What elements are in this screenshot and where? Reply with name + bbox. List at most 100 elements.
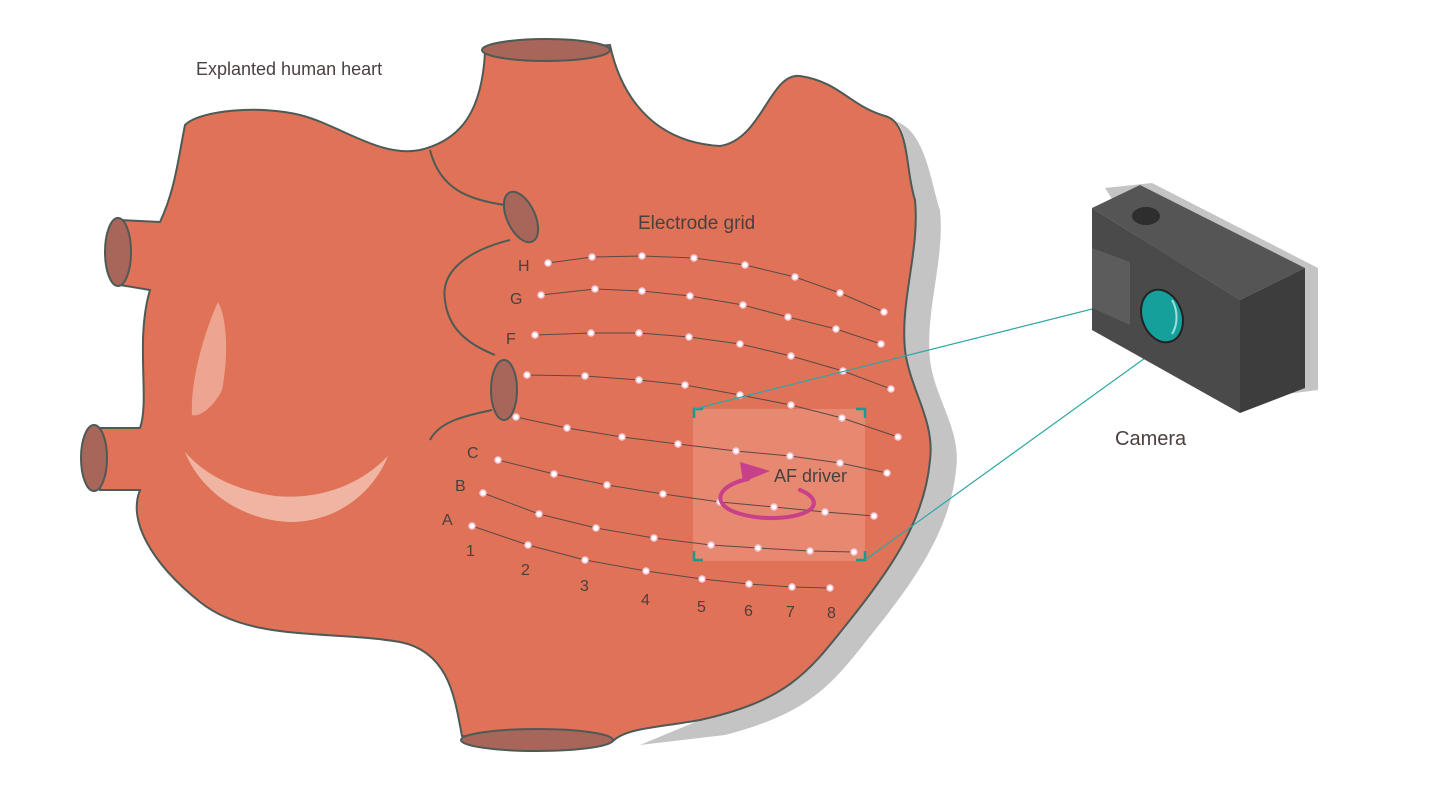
- electrode: [591, 285, 599, 293]
- electrode: [741, 261, 749, 269]
- electrode: [832, 325, 840, 333]
- electrode: [523, 371, 531, 379]
- electrode-row-line: [540, 288, 882, 345]
- electrode-row-line: [534, 332, 892, 390]
- row-label: F: [506, 331, 516, 348]
- camera-beam-top: [693, 294, 1149, 410]
- column-label: 8: [827, 605, 836, 622]
- electrode: [638, 252, 646, 260]
- electrode: [791, 273, 799, 281]
- electrode: [836, 459, 844, 467]
- column-label: 5: [697, 599, 706, 616]
- electrode: [877, 340, 885, 348]
- row-label: B: [455, 478, 466, 495]
- vessel-left-lower: [80, 424, 108, 492]
- electrode: [870, 512, 878, 520]
- vessel-pulmonary-upper: [502, 190, 540, 244]
- rotor-arrow-icon: [718, 462, 816, 520]
- electrode: [535, 510, 543, 518]
- electrode: [674, 440, 682, 448]
- electrode: [618, 433, 626, 441]
- electrode: [838, 414, 846, 422]
- electrode: [524, 541, 532, 549]
- electrode: [736, 340, 744, 348]
- electrode: [494, 456, 502, 464]
- camera-label: Camera: [1115, 428, 1187, 450]
- electrode: [850, 548, 858, 556]
- electrode-row-line: [547, 255, 885, 313]
- column-label: 1: [466, 543, 475, 560]
- electrode: [537, 291, 545, 299]
- row-label: H: [518, 258, 530, 275]
- heart-shadow: [640, 120, 957, 745]
- electrode: [739, 301, 747, 309]
- electrode: [603, 481, 611, 489]
- electrode: [638, 287, 646, 295]
- vessel-left-upper: [104, 217, 132, 287]
- electrode: [880, 308, 888, 316]
- electrode-row-line: [471, 525, 831, 589]
- electrode: [784, 313, 792, 321]
- electrode: [659, 490, 667, 498]
- vessel-top: [481, 38, 611, 62]
- row-label: G: [510, 291, 522, 308]
- electrode: [887, 385, 895, 393]
- electrode: [544, 259, 552, 267]
- electrode: [581, 372, 589, 380]
- electrode-row-line: [482, 492, 855, 553]
- column-label: 6: [744, 603, 753, 620]
- electrode: [581, 556, 589, 564]
- electrode: [707, 541, 715, 549]
- electrode: [806, 547, 814, 555]
- heart-title: Explanted human heart: [196, 59, 382, 79]
- region-corner-tr: [856, 407, 867, 418]
- electrode-row-line: [497, 459, 875, 517]
- vessel-pulmonary-lower: [490, 359, 518, 421]
- electrode: [635, 376, 643, 384]
- electrode: [745, 580, 753, 588]
- atrial-contour: [429, 149, 511, 441]
- electrode: [787, 352, 795, 360]
- electrode: [563, 424, 571, 432]
- electrode: [592, 524, 600, 532]
- electrode: [770, 503, 778, 511]
- electrode: [468, 522, 476, 530]
- electrode: [550, 470, 558, 478]
- electrode: [894, 433, 902, 441]
- electrode: [512, 413, 520, 421]
- af-driver-region: [693, 409, 865, 561]
- electrode: [786, 452, 794, 460]
- electrode: [642, 567, 650, 575]
- electrode-grid-label: Electrode grid: [638, 213, 755, 234]
- region-corner-bl: [692, 551, 703, 562]
- electrode: [686, 292, 694, 300]
- electrode: [788, 583, 796, 591]
- electrode: [635, 329, 643, 337]
- electrode: [587, 329, 595, 337]
- electrode: [690, 254, 698, 262]
- column-label: 4: [641, 592, 650, 609]
- column-label: 2: [521, 562, 530, 579]
- electrode: [732, 447, 740, 455]
- electrode: [479, 489, 487, 497]
- electrode-row-line: [526, 374, 899, 438]
- electrode: [531, 331, 539, 339]
- electrode-grid: [468, 252, 902, 592]
- af-driver-label: AF driver: [774, 466, 847, 486]
- electrode: [826, 584, 834, 592]
- column-label: 3: [580, 578, 589, 595]
- electrode-row-line: [515, 416, 888, 474]
- electrode: [698, 575, 706, 583]
- electrode: [883, 469, 891, 477]
- camera-icon: [1092, 183, 1318, 413]
- camera-beam-bottom: [864, 339, 1171, 561]
- electrode: [681, 381, 689, 389]
- electrode: [836, 289, 844, 297]
- electrode: [821, 508, 829, 516]
- row-label: A: [442, 512, 453, 529]
- electrode: [650, 534, 658, 542]
- highlight-crescent: [185, 452, 388, 522]
- electrode: [787, 401, 795, 409]
